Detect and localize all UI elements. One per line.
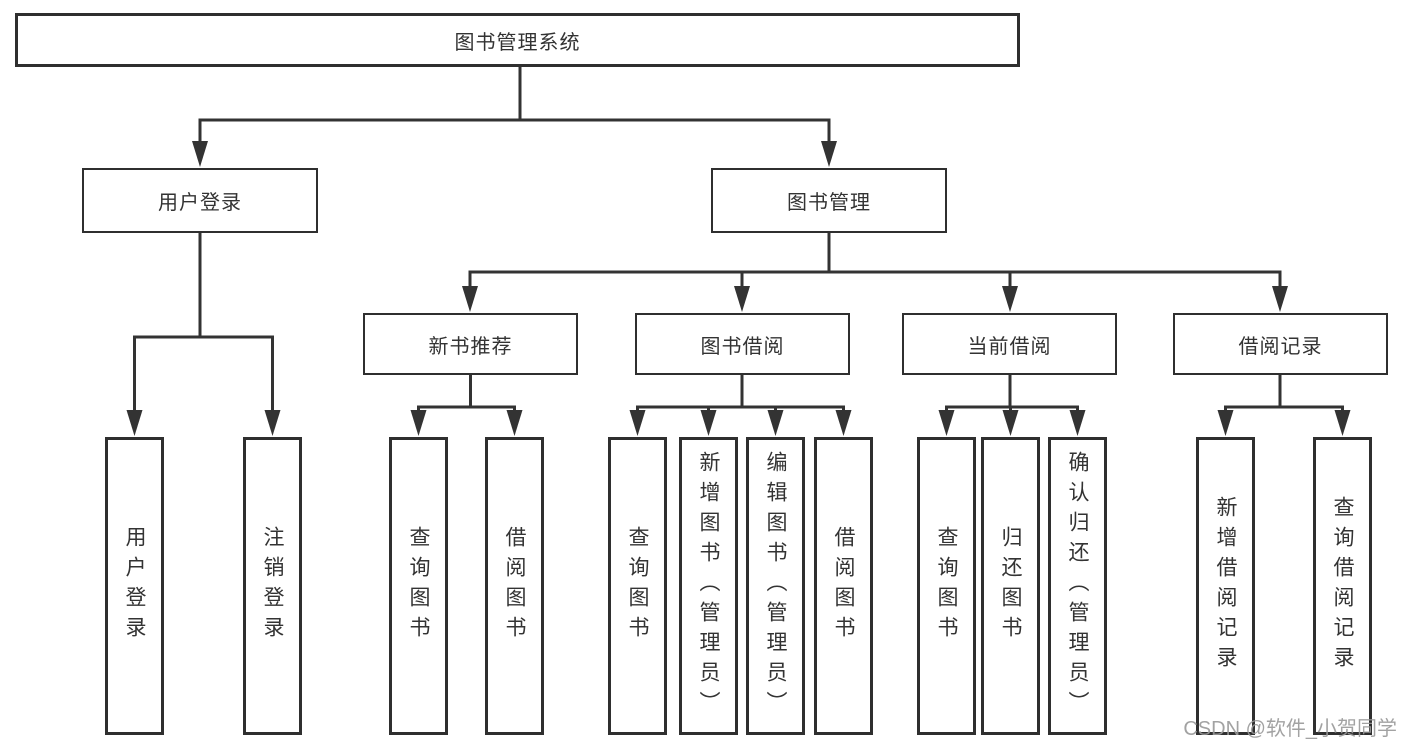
- leaf-add-books-admin: 新增图书（管理员）: [679, 437, 738, 735]
- leaf-borrow-books-2: 借阅图书: [814, 437, 873, 735]
- node-book-management: 图书管理: [711, 168, 947, 233]
- leaf-add-books-admin-label: 新增图书（管理员）: [697, 451, 720, 721]
- node-current-borrowing-label: 当前借阅: [967, 335, 1052, 358]
- node-borrowing-records: 借阅记录: [1173, 313, 1388, 375]
- leaf-query-borrow-record: 查询借阅记录: [1313, 437, 1372, 735]
- arrowheads-leaves: [410, 410, 1351, 436]
- connector-level3-to-leaves: [417, 375, 1344, 412]
- leaf-query-books-2-label: 查询图书: [626, 526, 649, 646]
- node-book-borrowing: 图书借阅: [635, 313, 850, 375]
- leaf-borrow-books-1: 借阅图书: [485, 437, 544, 735]
- node-new-book-recommend-label: 新书推荐: [428, 335, 513, 358]
- leaf-logout-label: 注销登录: [261, 526, 284, 646]
- arrowheads-user-login-leaves: [126, 410, 281, 436]
- arrowheads-level2: [192, 141, 837, 167]
- leaf-return-books-label: 归还图书: [999, 526, 1022, 646]
- leaf-query-books-3: 查询图书: [917, 437, 976, 735]
- leaf-query-books-1-label: 查询图书: [407, 526, 430, 646]
- leaf-query-books-3-label: 查询图书: [935, 526, 958, 646]
- leaf-edit-books-admin-label: 编辑图书（管理员）: [764, 451, 787, 721]
- leaf-edit-books-admin: 编辑图书（管理员）: [746, 437, 805, 735]
- leaf-user-login: 用户登录: [105, 437, 164, 735]
- leaf-add-borrow-record-label: 新增借阅记录: [1214, 496, 1237, 676]
- leaf-query-books-2: 查询图书: [608, 437, 667, 735]
- leaf-borrow-books-2-label: 借阅图书: [832, 526, 855, 646]
- node-root-label: 图书管理系统: [454, 31, 581, 54]
- leaf-confirm-return-admin-label: 确认归还（管理员）: [1066, 451, 1089, 721]
- connector-root-to-level2: [198, 67, 831, 143]
- node-user-login-label: 用户登录: [158, 192, 242, 214]
- arrowheads-level3: [462, 286, 1288, 312]
- node-borrowing-records-label: 借阅记录: [1238, 335, 1323, 358]
- node-book-borrowing-label: 图书借阅: [700, 335, 785, 358]
- node-user-login: 用户登录: [82, 168, 318, 233]
- connector-user-login-to-leaves: [133, 233, 274, 412]
- leaf-user-login-label: 用户登录: [123, 526, 146, 646]
- node-root: 图书管理系统: [15, 13, 1020, 67]
- connector-book-management-to-level3: [468, 233, 1282, 288]
- leaf-borrow-books-1-label: 借阅图书: [503, 526, 526, 646]
- leaf-confirm-return-admin: 确认归还（管理员）: [1048, 437, 1107, 735]
- leaf-query-books-1: 查询图书: [389, 437, 448, 735]
- csdn-watermark: CSDN @软件_小贺同学: [1183, 718, 1397, 740]
- leaf-add-borrow-record: 新增借阅记录: [1196, 437, 1255, 735]
- leaf-query-borrow-record-label: 查询借阅记录: [1331, 496, 1354, 676]
- node-book-management-label: 图书管理: [787, 192, 871, 214]
- leaf-logout: 注销登录: [243, 437, 302, 735]
- node-current-borrowing: 当前借阅: [902, 313, 1117, 375]
- node-new-book-recommend: 新书推荐: [363, 313, 578, 375]
- leaf-return-books: 归还图书: [981, 437, 1040, 735]
